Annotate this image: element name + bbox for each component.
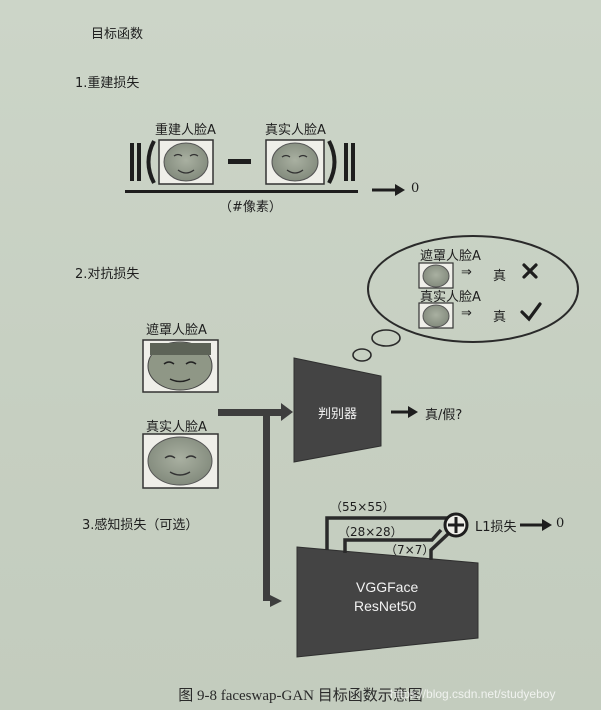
thought-dot-small [352,348,372,362]
cross-icon [522,263,538,279]
real-face-image [265,139,325,185]
section-recon-title: 1.重建损失 [75,76,140,91]
section-perc-title: 3.感知损失（可选） [82,518,199,533]
discriminator-output-label: 真/假? [425,408,463,423]
bubble-result-2: 真 [493,310,507,325]
figure-caption: 图 9-8 faceswap-GAN 目标函数示意图 [178,688,423,704]
reconstructed-face-image [158,139,214,185]
fraction-line [125,190,358,193]
recon-arrow [372,184,405,196]
norm-bars-right [344,143,355,181]
diagram-title: 目标函数 [91,27,144,42]
bubble-result-1: 真 [493,269,507,284]
paren-right [327,140,337,184]
norm-bars-left [130,143,141,181]
discriminator-label: 判别器 [318,407,358,422]
masked-face-label: 遮罩人脸A [146,323,207,338]
vgg-label-line2: ResNet50 [354,598,417,614]
bubble-arrow-1: ⇒ [461,265,472,280]
thought-bubble [367,235,579,343]
minus-sign [228,159,251,164]
l1-loss-label: L1损失 [475,520,517,535]
recon-target-value: 0 [411,181,420,196]
bubble-masked-face-label: 遮罩人脸A [420,249,481,264]
paren-left [146,140,156,184]
real-face-label: 真实人脸A [265,123,326,138]
bubble-masked-face-thumb [418,262,454,289]
check-icon [520,302,542,322]
section-adv-title: 2.对抗损失 [75,267,140,282]
vgg-block [296,546,479,658]
discriminator-block [293,357,382,463]
watermark: https://blog.csdn.net/studyeboy [390,687,556,701]
vgg-label-line1: VGGFace [356,579,419,595]
sum-plus-icon [443,512,469,538]
bubble-real-face-label: 真实人脸A [420,290,481,305]
bubble-real-face-thumb [418,302,454,329]
feature-size-55: （55×55） [330,500,395,514]
feature-size-28: （28×28） [338,525,403,539]
real-face-image-large [142,433,219,489]
perc-arrow [520,519,552,531]
perc-target-value: 0 [556,516,565,531]
discriminator-output-arrow [391,406,418,418]
feature-size-7: （7×7） [385,543,435,557]
real-face-label-large: 真实人脸A [146,420,207,435]
input-connector [218,403,293,607]
reconstructed-face-label: 重建人脸A [155,123,216,138]
thought-dot-large [371,329,401,347]
pixel-count-label: （#像素） [219,200,282,215]
bubble-arrow-2: ⇒ [461,306,472,321]
masked-face-image [142,339,219,393]
